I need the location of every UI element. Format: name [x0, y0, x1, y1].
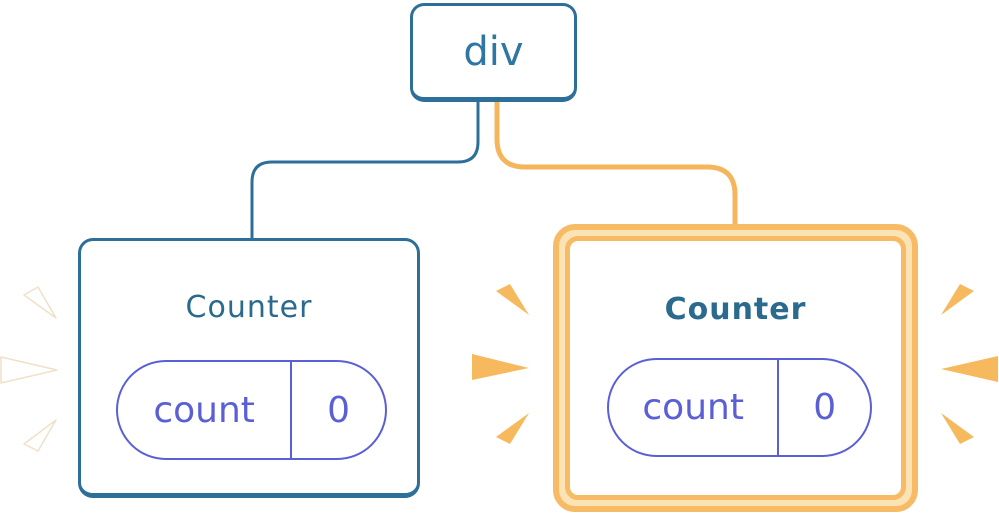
state-key: count	[153, 389, 255, 431]
state-key: count	[642, 387, 744, 428]
state-pill: count 0	[116, 360, 387, 460]
counter-title: Counter	[664, 292, 807, 327]
render-spark-icon	[472, 354, 529, 380]
render-spark-icon	[496, 284, 529, 315]
root-div-node: div	[410, 3, 577, 102]
render-spark-icon	[23, 286, 57, 319]
render-spark-icon	[23, 419, 57, 452]
counter-title: Counter	[185, 290, 313, 325]
counter-card-left: Counter count 0	[78, 238, 420, 498]
state-value: 0	[290, 362, 385, 458]
render-spark-icon	[941, 356, 998, 382]
render-spark-icon	[941, 413, 974, 444]
render-spark-icon	[496, 413, 529, 444]
connector-right-orange	[494, 101, 738, 234]
state-pill: count 0	[607, 358, 872, 457]
rerender-highlight-frame: Counter count 0	[553, 224, 918, 512]
counter-card-right: Counter count 0	[565, 236, 906, 500]
state-value: 0	[777, 360, 870, 455]
root-node-label: div	[463, 28, 524, 75]
render-sparks-group	[0, 284, 998, 452]
render-spark-icon	[0, 356, 58, 384]
render-spark-icon	[941, 284, 974, 315]
connector-left-blue	[250, 102, 480, 242]
